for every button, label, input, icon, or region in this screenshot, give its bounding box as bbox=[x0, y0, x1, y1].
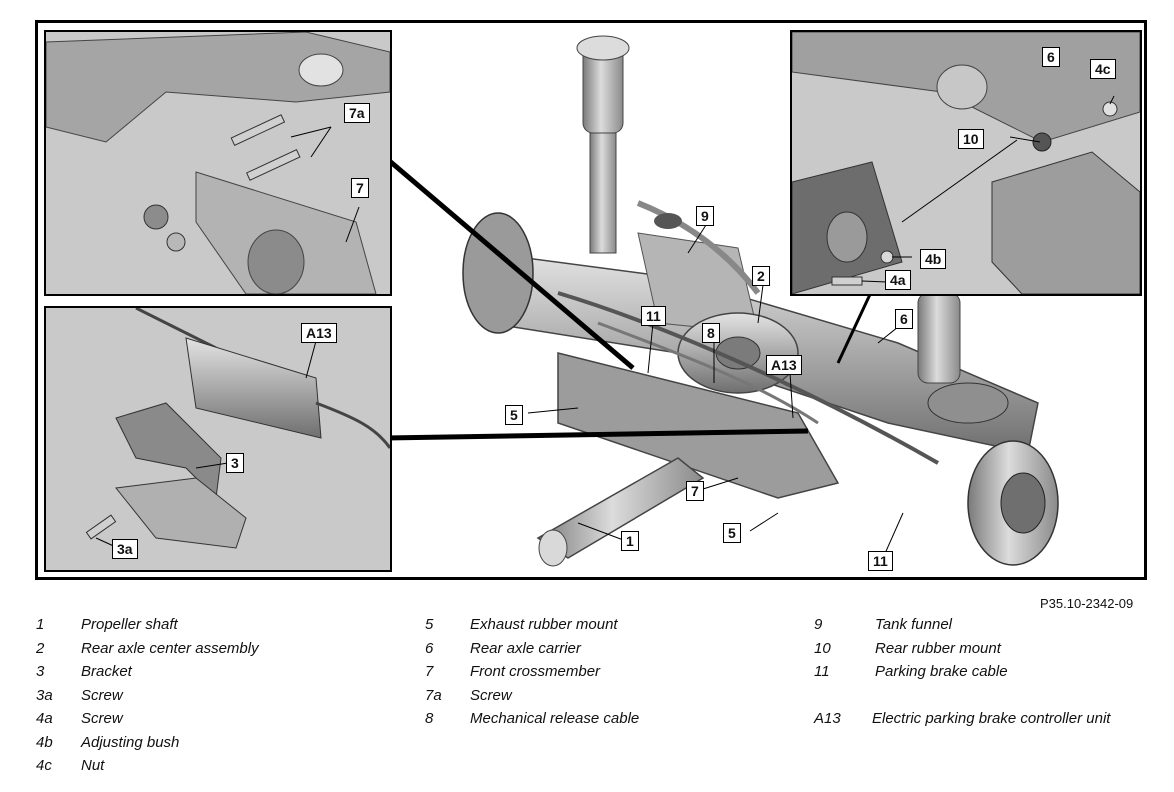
legend-number: 4b bbox=[36, 733, 53, 751]
legend-text: Tank funnel bbox=[875, 616, 953, 633]
front-crossmember bbox=[557, 352, 840, 499]
callout-7: 7 bbox=[351, 178, 369, 198]
callout-11-lower: 11 bbox=[868, 551, 893, 571]
crossmember-bracket-drawing bbox=[46, 32, 390, 294]
legend-column-2: 5 Exhaust rubber mount 6 Rear axle carrier… bbox=[425, 616, 785, 734]
legend-number: 7a bbox=[425, 686, 442, 704]
legend-number: 9 bbox=[814, 616, 823, 633]
controller-unit-body bbox=[185, 337, 322, 439]
callout-6-main: 6 bbox=[895, 309, 913, 329]
controller-unit-drawing bbox=[85, 308, 390, 549]
legend-row: 10 Rear rubber mount bbox=[814, 640, 1174, 664]
inset-parking-brake-controller bbox=[44, 306, 392, 572]
callout-4b: 4b bbox=[920, 249, 947, 269]
legend-number: 8 bbox=[425, 710, 434, 727]
legend-row: 9 Tank funnel bbox=[814, 616, 1174, 640]
legend-number: 3a bbox=[36, 686, 53, 704]
callout-11-upper: 11 bbox=[641, 306, 666, 326]
legend-number: 2 bbox=[36, 639, 45, 657]
callout-2: 2 bbox=[752, 266, 770, 286]
leader-line-top-right bbox=[836, 287, 875, 364]
legend-text: Parking brake cable bbox=[875, 663, 1008, 680]
left-wheel-hub bbox=[462, 212, 534, 334]
legend-row: 7a Screw bbox=[425, 687, 785, 711]
screw-7a-lower bbox=[245, 149, 301, 181]
tank-funnel bbox=[636, 200, 761, 295]
rear-axle-illustration bbox=[384, 35, 1059, 567]
callout-8: 8 bbox=[702, 323, 720, 343]
legend-number: 6 bbox=[425, 639, 434, 657]
legend-number: 4a bbox=[36, 710, 53, 727]
legend-text: Rear rubber mount bbox=[875, 639, 1001, 657]
callout-1: 1 bbox=[621, 531, 639, 551]
legend-row: 8 Mechanical release cable bbox=[425, 710, 785, 734]
screw-7a-upper bbox=[230, 114, 286, 146]
legend-row: 6 Rear axle carrier bbox=[425, 640, 785, 664]
legend-text: Rear axle center assembly bbox=[81, 639, 259, 657]
legend-row: 3a Screw bbox=[36, 687, 396, 711]
legend-row: 4c Nut bbox=[36, 757, 396, 781]
screw-3a bbox=[85, 514, 117, 540]
leader-line-top-left bbox=[384, 156, 635, 370]
legend-text: Screw bbox=[470, 686, 512, 704]
legend-number: 7 bbox=[425, 663, 434, 680]
legend-text: Exhaust rubber mount bbox=[470, 616, 618, 633]
legend-text: Front crossmember bbox=[470, 663, 601, 680]
rear-mount-drawing bbox=[792, 32, 1140, 294]
legend-row: 7 Front crossmember bbox=[425, 663, 785, 687]
legend-text: Adjusting bush bbox=[81, 733, 180, 751]
legend-column-3: 9 Tank funnel 10 Rear rubber mount 11 Parki… bbox=[814, 616, 1174, 734]
legend-row-spacer bbox=[814, 687, 1174, 711]
legend-number: A13 bbox=[814, 710, 841, 727]
legend-row: 4a Screw bbox=[36, 710, 396, 734]
legend-number: 10 bbox=[814, 639, 831, 657]
legend-number: 5 bbox=[425, 616, 434, 633]
legend-text: Screw bbox=[81, 686, 123, 704]
legend-row: 2 Rear axle center assembly bbox=[36, 640, 396, 664]
callout-6-inset: 6 bbox=[1042, 47, 1060, 67]
callout-3: 3 bbox=[226, 453, 244, 473]
legend-text: Propeller shaft bbox=[81, 616, 178, 633]
callout-5-right: 5 bbox=[723, 523, 741, 543]
callout-3a: 3a bbox=[112, 539, 138, 559]
right-air-strut bbox=[917, 292, 961, 384]
legend-number: 4c bbox=[36, 757, 52, 774]
heat-shield bbox=[115, 477, 247, 549]
legend-text: Screw bbox=[81, 710, 123, 727]
mechanical-release-cable-main bbox=[597, 321, 819, 425]
legend-text: Mechanical release cable bbox=[470, 710, 640, 727]
callout-A13-main: A13 bbox=[766, 355, 802, 375]
callout-9: 9 bbox=[696, 206, 714, 226]
callout-7a: 7a bbox=[344, 103, 370, 123]
legend-column-1: 1 Propeller shaft 2 Rear axle center assem… bbox=[36, 616, 396, 781]
callout-7-main: 7 bbox=[686, 481, 704, 501]
legend-text: Bracket bbox=[81, 663, 132, 680]
legend-number: 1 bbox=[36, 616, 45, 633]
legend-text: Electric parking brake controller unit bbox=[872, 710, 1111, 727]
screw-4a bbox=[831, 276, 863, 286]
legend-text: Nut bbox=[81, 757, 105, 774]
callout-4c: 4c bbox=[1090, 59, 1116, 79]
legend-row: 4b Adjusting bush bbox=[36, 734, 396, 758]
callout-10: 10 bbox=[958, 129, 984, 149]
callout-4a: 4a bbox=[885, 270, 911, 290]
legend-text: Rear axle carrier bbox=[470, 639, 581, 657]
legend-number: 3 bbox=[36, 663, 45, 680]
legend-number: 11 bbox=[814, 663, 830, 680]
document-code: P35.10-2342-09 bbox=[1040, 596, 1134, 611]
leader-line-bottom-left bbox=[385, 428, 809, 441]
legend-row: 11 Parking brake cable bbox=[814, 663, 1174, 687]
inset-crossmember-detail bbox=[44, 30, 392, 296]
adjusting-bush-4b bbox=[880, 250, 894, 264]
callout-A13-inset: A13 bbox=[301, 323, 337, 343]
inset-rear-mount-detail bbox=[790, 30, 1142, 296]
legend-row: 1 Propeller shaft bbox=[36, 616, 396, 640]
legend-row: 5 Exhaust rubber mount bbox=[425, 616, 785, 640]
legend-row: 3 Bracket bbox=[36, 663, 396, 687]
illustration-frame: 7a 7 A13 3 3a 6 4c 10 4b 4a 9 2 6 11 8 A… bbox=[35, 20, 1147, 580]
nut-4c bbox=[1102, 101, 1118, 117]
parking-brake-cable-main bbox=[557, 291, 939, 465]
callout-5-left: 5 bbox=[505, 405, 523, 425]
legend-row: A13 Electric parking brake controller uni… bbox=[814, 710, 1174, 734]
